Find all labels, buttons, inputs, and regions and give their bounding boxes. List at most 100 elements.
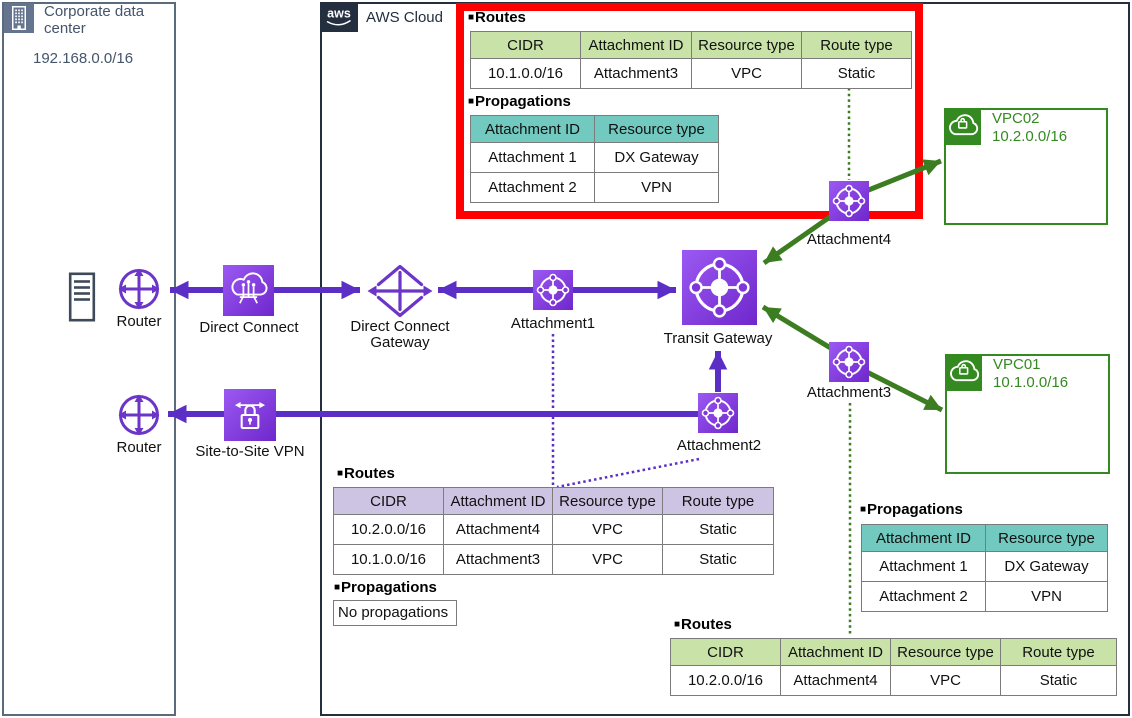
site-to-site-vpn-label: Site-to-Site VPN xyxy=(195,443,305,460)
header-cell: Route type xyxy=(801,31,912,59)
attachment2-label: Attachment2 xyxy=(676,437,762,454)
header-cell: Resource type xyxy=(691,31,802,59)
bottom-routes-label: ■Routes xyxy=(674,616,732,633)
vpc02-name: VPC02 xyxy=(992,110,1040,127)
label-text: Propagations xyxy=(341,579,437,596)
corporate-dc-cidr: 192.168.0.0/16 xyxy=(33,50,134,67)
vpc01-icon xyxy=(945,354,982,391)
vpc01-name: VPC01 xyxy=(993,356,1041,373)
header-cell: Resource type xyxy=(594,115,719,143)
cell: Attachment3 xyxy=(443,544,553,575)
direct-connect-gateway-label: Direct Connect Gateway xyxy=(350,318,450,351)
corporate-data-center-box xyxy=(2,2,176,716)
header-cell: Route type xyxy=(662,487,774,515)
header-cell: CIDR xyxy=(670,638,781,666)
bullet: ■ xyxy=(334,582,341,593)
cell: 10.1.0.0/16 xyxy=(333,544,444,575)
no-propagations-box: No propagations xyxy=(333,600,457,626)
label-text: Routes xyxy=(681,616,732,633)
attachment4-icon xyxy=(829,181,869,221)
vpc01-cidr: 10.1.0.0/16 xyxy=(993,374,1069,391)
propagations-table-right: Attachment ID Resource type Attachment 1… xyxy=(861,524,1108,612)
cell: Attachment 2 xyxy=(470,172,595,203)
right-propagations-label: ■Propagations xyxy=(860,501,963,518)
bullet: ■ xyxy=(468,12,475,23)
routes-table-bottom: CIDR Attachment ID Resource type Route t… xyxy=(670,638,1117,696)
cell: Attachment3 xyxy=(580,58,692,89)
cell: 10.1.0.0/16 xyxy=(470,58,581,89)
direct-connect-icon xyxy=(223,265,274,316)
bullet: ■ xyxy=(337,468,344,479)
site-to-site-vpn-icon xyxy=(224,389,276,441)
cell: Static xyxy=(662,544,774,575)
router1-label: Router xyxy=(116,313,162,330)
transit-gateway-icon xyxy=(682,250,757,325)
routes-table-left: CIDR Attachment ID Resource type Route t… xyxy=(333,487,774,575)
label-text: Routes xyxy=(475,9,526,26)
header-cell: CIDR xyxy=(470,31,581,59)
aws-cloud-label: AWS Cloud xyxy=(366,9,443,26)
attachment3-icon xyxy=(829,342,869,382)
attachment3-label: Attachment3 xyxy=(806,384,892,401)
cell: VPC xyxy=(890,665,1001,696)
transit-gateway-label: Transit Gateway xyxy=(663,330,773,347)
attachment1-icon xyxy=(533,270,573,310)
header-cell: Attachment ID xyxy=(443,487,553,515)
cell: Static xyxy=(662,514,774,545)
direct-connect-label: Direct Connect xyxy=(199,319,299,336)
cell: DX Gateway xyxy=(594,142,719,173)
router-icon xyxy=(115,391,163,439)
server-icon xyxy=(66,271,98,323)
table-row: Attachment 1 DX Gateway xyxy=(470,142,719,173)
table-row: 10.1.0.0/16 Attachment3 VPC Static xyxy=(333,544,774,575)
cell: Attachment 2 xyxy=(861,581,986,612)
aws-logo-text: aws xyxy=(327,7,351,21)
cell: Attachment4 xyxy=(780,665,891,696)
header-cell: CIDR xyxy=(333,487,444,515)
header-cell: Attachment ID xyxy=(580,31,692,59)
top-propagations-label: ■Propagations xyxy=(468,93,571,110)
router2-label: Router xyxy=(116,439,162,456)
attachment1-label: Attachment1 xyxy=(510,315,596,332)
label-text: Routes xyxy=(344,465,395,482)
cell: 10.2.0.0/16 xyxy=(670,665,781,696)
cell: 10.2.0.0/16 xyxy=(333,514,444,545)
header-cell: Resource type xyxy=(890,638,1001,666)
routes-table-top: CIDR Attachment ID Resource type Route t… xyxy=(470,31,912,89)
cell: VPC xyxy=(691,58,802,89)
header-cell: Attachment ID xyxy=(861,524,986,552)
cell: VPC xyxy=(552,544,663,575)
dotted-attachment2-to-left-routes-table xyxy=(556,457,700,489)
aws-logo-icon: aws xyxy=(320,2,358,32)
corporate-building-icon xyxy=(4,3,34,33)
header-cell: Resource type xyxy=(552,487,663,515)
corporate-dc-label: Corporate data center xyxy=(44,3,145,37)
vpc02-icon xyxy=(944,108,981,145)
table-row: Attachment 1 DX Gateway xyxy=(861,551,1108,582)
cell: Attachment 1 xyxy=(861,551,986,582)
table-row: 10.1.0.0/16 Attachment3 VPC Static xyxy=(470,58,912,89)
bullet: ■ xyxy=(860,504,867,515)
cell: VPN xyxy=(985,581,1108,612)
header-cell: Attachment ID xyxy=(780,638,891,666)
vpc02-cidr: 10.2.0.0/16 xyxy=(992,128,1068,145)
cell: Static xyxy=(801,58,912,89)
attachment2-icon xyxy=(698,393,738,433)
left-routes-label: ■Routes xyxy=(337,465,395,482)
table-row: Attachment 2 VPN xyxy=(861,581,1108,612)
label-text: Propagations xyxy=(867,501,963,518)
table-row: Attachment 2 VPN xyxy=(470,172,719,203)
cell: Static xyxy=(1000,665,1117,696)
propagations-table-top: Attachment ID Resource type Attachment 1… xyxy=(470,115,719,203)
cell: VPN xyxy=(594,172,719,203)
bullet: ■ xyxy=(674,619,681,630)
cell: VPC xyxy=(552,514,663,545)
label-text: Propagations xyxy=(475,93,571,110)
table-row: 10.2.0.0/16 Attachment4 VPC Static xyxy=(670,665,1117,696)
cell: DX Gateway xyxy=(985,551,1108,582)
cell: Attachment 1 xyxy=(470,142,595,173)
direct-connect-gateway-icon xyxy=(366,262,434,318)
attachment4-label: Attachment4 xyxy=(806,231,892,248)
header-cell: Resource type xyxy=(985,524,1108,552)
